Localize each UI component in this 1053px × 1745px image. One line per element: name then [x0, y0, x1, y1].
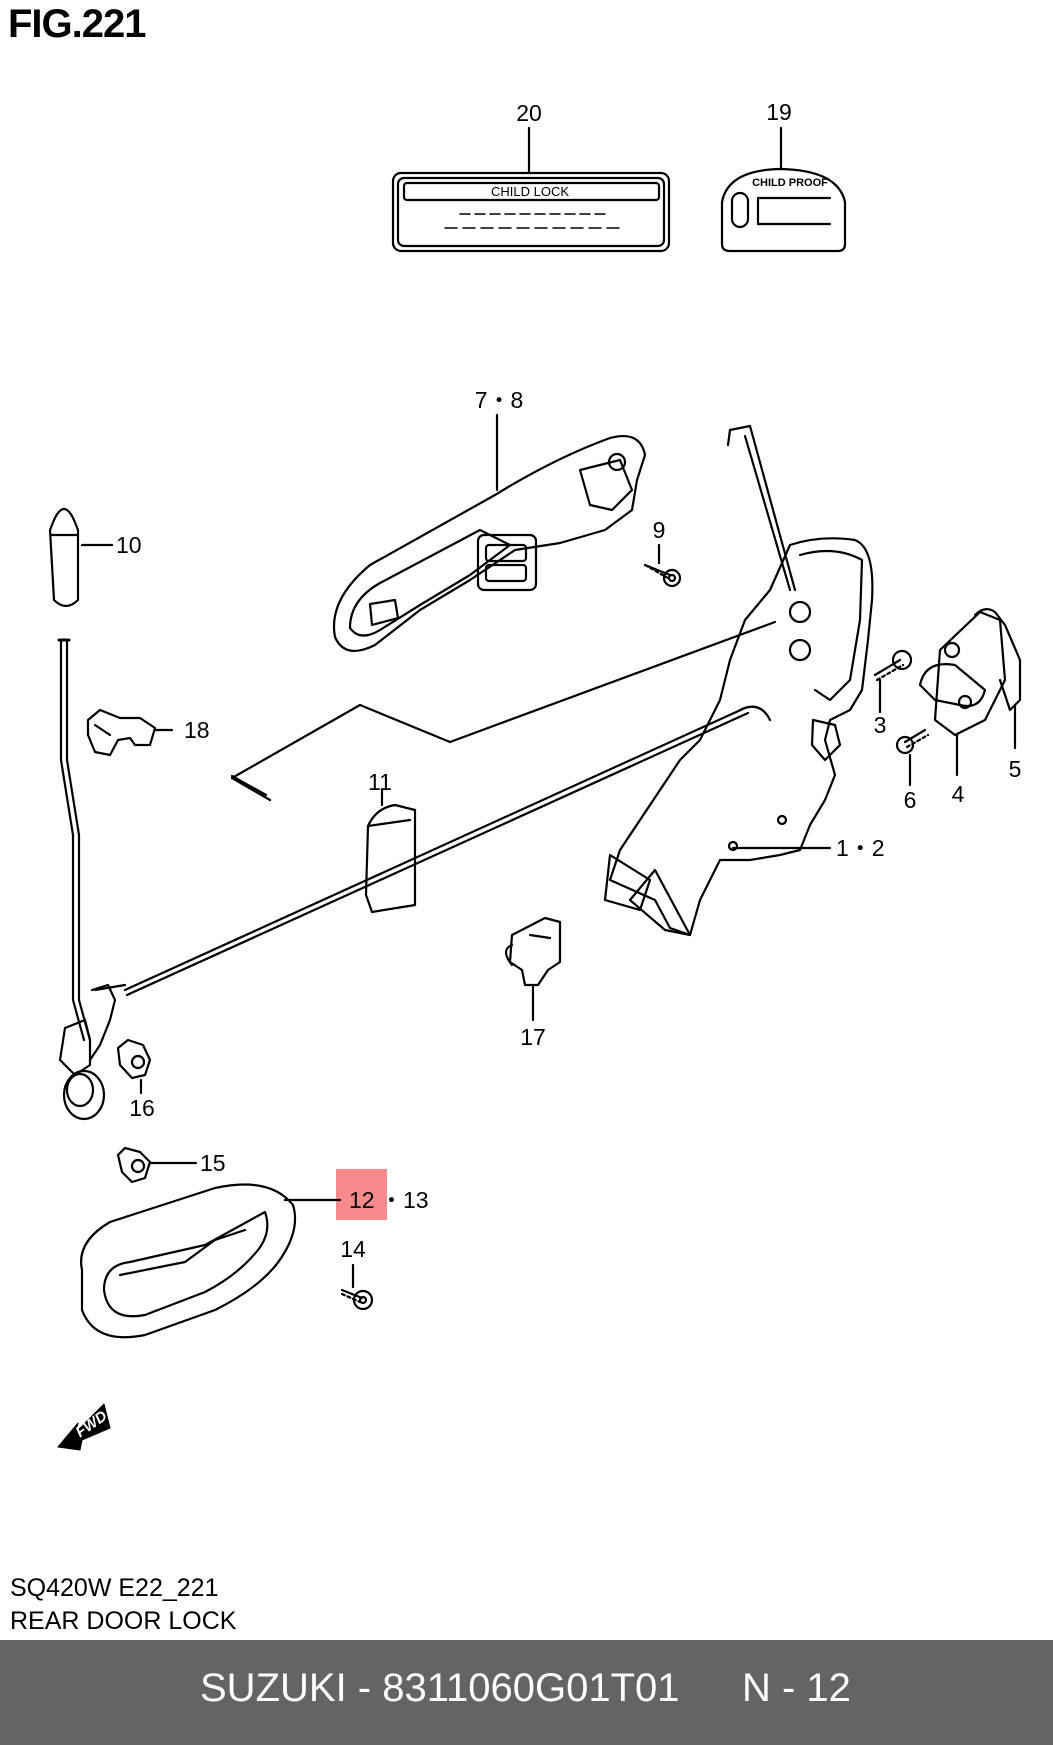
part-20-label-plate[interactable]: CHILD LOCK	[391, 171, 671, 253]
parts-diagram: CHILD LOCK CHILD PROOF	[48, 99, 1022, 1451]
callout-16[interactable]: 16	[129, 1095, 155, 1121]
callout-19[interactable]: 19	[766, 99, 792, 125]
part-18-clip[interactable]	[86, 708, 157, 757]
callout-4[interactable]: 4	[952, 781, 965, 807]
lock-rod-vertical[interactable]	[57, 638, 92, 1042]
callout-17[interactable]: 17	[520, 1024, 546, 1050]
part-7-8-outside-handle[interactable]	[332, 434, 647, 653]
callout-15[interactable]: 15	[200, 1150, 226, 1176]
link-rod-lower[interactable]	[123, 706, 750, 997]
callout-9[interactable]: 9	[653, 517, 666, 543]
part-12-inside-handle[interactable]	[80, 1183, 297, 1339]
callout-14[interactable]: 14	[340, 1236, 366, 1262]
callout-1-2[interactable]: 1・2	[836, 835, 885, 861]
callout-12[interactable]: 12	[349, 1187, 375, 1213]
part-19-child-proof-label[interactable]: CHILD PROOF	[720, 167, 847, 253]
link-rod-top[interactable]	[726, 424, 797, 592]
part-9-screw[interactable]	[643, 563, 682, 588]
part-5-cover[interactable]	[973, 608, 1022, 712]
footer-page-number: N - 12	[742, 1666, 851, 1710]
callout-10[interactable]: 10	[116, 532, 142, 558]
part-4-striker[interactable]	[918, 610, 1007, 737]
callout-3[interactable]: 3	[874, 712, 887, 738]
highlight-part-12	[336, 1169, 387, 1220]
part-1-2-door-lock-assembly[interactable]	[603, 537, 874, 937]
callout-7-8[interactable]: 7・8	[475, 387, 524, 413]
part-10-plug[interactable]	[48, 507, 80, 608]
plate-20-text: CHILD LOCK	[491, 184, 569, 199]
link-rod-upper[interactable]	[230, 620, 777, 802]
callout-5[interactable]: 5	[1009, 756, 1022, 782]
part-15-clip[interactable]	[116, 1146, 152, 1184]
footer-part-number: SUZUKI - 8311060G01T01	[200, 1666, 680, 1710]
part-17-clip[interactable]	[504, 916, 562, 987]
plate-19-text: CHILD PROOF	[752, 177, 828, 189]
fwd-arrow-icon: FWD	[57, 1403, 111, 1451]
figure-title: FIG.221	[8, 2, 147, 46]
callout-11[interactable]: 11	[368, 769, 392, 795]
callout-13[interactable]: ・13	[380, 1187, 429, 1213]
part-6-screw[interactable]	[895, 728, 930, 755]
part-16-clip[interactable]	[116, 1038, 152, 1080]
diagram-stage: FIG.221 CHILD LOCK CHILD PROOF	[8, 2, 1022, 1635]
part-11-pad[interactable]	[364, 803, 417, 914]
part-3-screw[interactable]	[873, 649, 913, 682]
footer-bar: SUZUKI - 8311060G01T01 N - 12	[0, 1640, 1053, 1745]
callout-18[interactable]: 18	[184, 717, 210, 743]
part-14-screw[interactable]	[340, 1288, 374, 1311]
callout-20[interactable]: 20	[516, 100, 542, 126]
callout-6[interactable]: 6	[904, 787, 917, 813]
model-code: SQ420W E22_221	[10, 1574, 219, 1602]
bellcrank-lever[interactable]	[58, 983, 127, 1121]
section-name: REAR DOOR LOCK	[10, 1607, 237, 1635]
